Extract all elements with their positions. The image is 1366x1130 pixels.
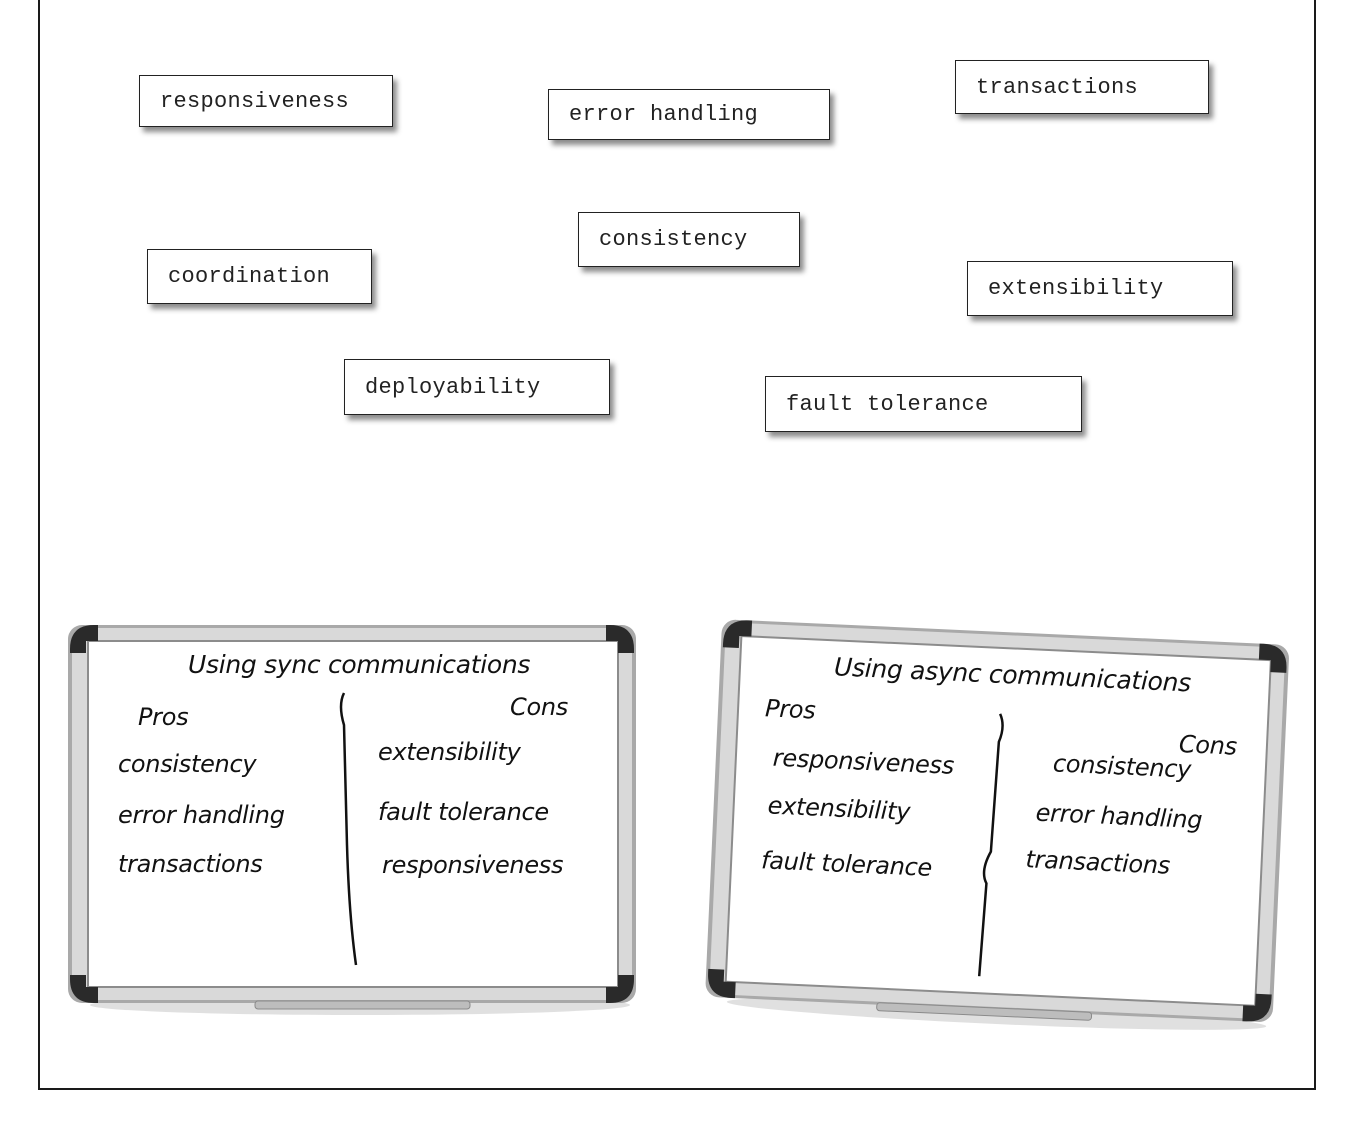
card-error-handling[interactable]: error handling [548,89,830,140]
card-transactions[interactable]: transactions [955,60,1209,114]
sync-pros-label: Pros [138,703,189,731]
async-pros-label: Pros [764,694,817,725]
sync-pro-item: transactions [118,850,263,878]
sync-con-item: fault tolerance [378,798,549,826]
exercise-frame [38,0,1316,1090]
sync-cons-label: Cons [510,693,568,721]
whiteboard-frame-graphic [68,625,636,1015]
sync-pro-item: error handling [118,801,285,829]
card-coordination[interactable]: coordination [147,249,372,304]
sync-pro-item: consistency [118,750,257,778]
sync-con-item: responsiveness [382,851,564,879]
async-whiteboard: Using async communications Pros Cons res… [696,609,1304,1045]
card-extensibility[interactable]: extensibility [967,261,1233,316]
sync-con-item: extensibility [378,738,521,766]
sync-board-title: Using sync communications [188,650,531,679]
sync-whiteboard: Using sync communications Pros Cons cons… [60,615,650,1025]
card-deployability[interactable]: deployability [344,359,610,415]
card-responsiveness[interactable]: responsiveness [139,75,393,127]
card-consistency[interactable]: consistency [578,212,800,267]
card-fault-tolerance[interactable]: fault tolerance [765,376,1082,432]
whiteboard-frame-graphic [705,619,1289,1030]
